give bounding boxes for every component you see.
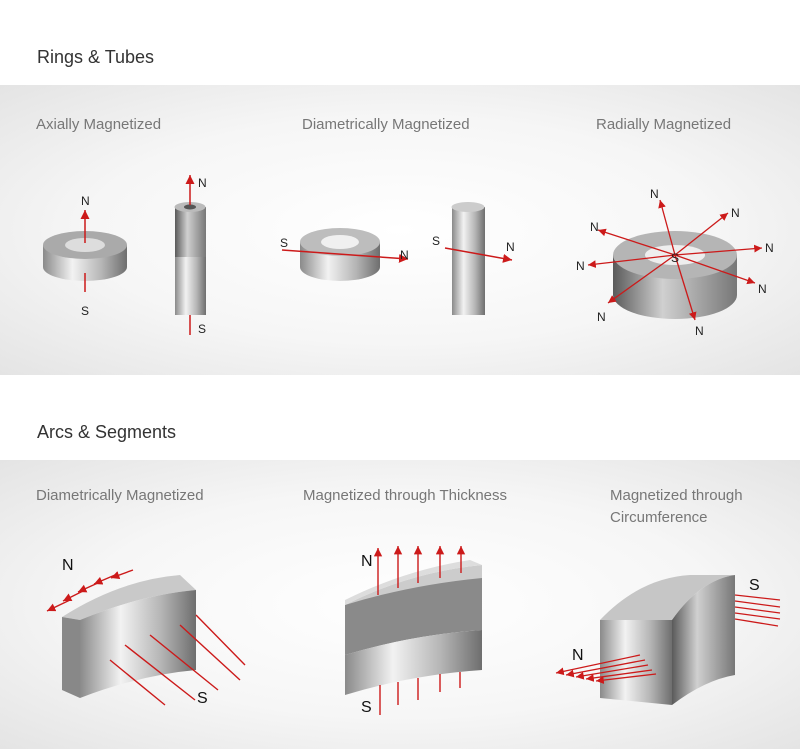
arcs-segments-diagrams: N S N S bbox=[46, 546, 781, 716]
pole-n: N bbox=[506, 240, 515, 254]
pole-n: N bbox=[650, 187, 659, 201]
pole-n: N bbox=[361, 553, 373, 570]
pole-n: N bbox=[590, 220, 599, 234]
pole-n: N bbox=[81, 194, 90, 208]
label-diametrically-magnetized-arc: Diametrically Magnetized bbox=[36, 487, 204, 504]
pole-s: S bbox=[81, 304, 89, 318]
pole-n: N bbox=[576, 259, 585, 273]
label-magnetized-through-thickness: Magnetized through Thickness bbox=[303, 487, 508, 504]
label-diametrically-magnetized: Diametrically Magnetized bbox=[302, 116, 470, 133]
pole-n: N bbox=[400, 248, 409, 262]
section-title-arcs-segments: Arcs & Segments bbox=[37, 422, 177, 442]
pole-n: N bbox=[695, 324, 704, 338]
label-radially-magnetized: Radially Magnetized bbox=[596, 116, 732, 133]
arc-thickness-magnet: N S bbox=[345, 546, 482, 716]
diametric-ring-magnet: S N bbox=[280, 228, 409, 281]
pole-s: S bbox=[749, 577, 760, 594]
pole-s: S bbox=[197, 690, 208, 707]
label-axially-magnetized: Axially Magnetized bbox=[36, 116, 162, 133]
pole-s: S bbox=[671, 251, 679, 265]
rings-tubes-panel: Axially Magnetized Diametrically Magneti… bbox=[0, 85, 800, 375]
rings-tubes-diagrams: N S N S S N S N bbox=[43, 175, 774, 338]
diametric-rod-magnet: S N bbox=[432, 202, 515, 315]
arc-circumference-magnet: S N bbox=[555, 575, 781, 705]
pole-s: S bbox=[198, 322, 206, 336]
axial-tube-magnet: N S bbox=[174, 175, 207, 336]
pole-n: N bbox=[731, 206, 740, 220]
pole-s: S bbox=[432, 234, 440, 248]
pole-s: S bbox=[280, 236, 288, 250]
pole-n: N bbox=[765, 241, 774, 255]
pole-s: S bbox=[361, 699, 372, 716]
label-circumference: Circumference bbox=[610, 509, 708, 526]
arcs-segments-panel: Diametrically Magnetized Magnetized thro… bbox=[0, 460, 800, 749]
pole-n: N bbox=[758, 282, 767, 296]
pole-n: N bbox=[198, 176, 207, 190]
axial-ring-magnet: N S bbox=[43, 194, 127, 318]
pole-n: N bbox=[597, 310, 606, 324]
section-title-rings-tubes: Rings & Tubes bbox=[37, 47, 155, 67]
arc-diametric-magnet: N S bbox=[46, 557, 246, 707]
pole-n: N bbox=[62, 557, 74, 574]
radial-ring-magnet: N N N N N N N N S bbox=[576, 187, 774, 338]
pole-n: N bbox=[572, 647, 584, 664]
label-magnetized-through: Magnetized through bbox=[610, 487, 743, 504]
